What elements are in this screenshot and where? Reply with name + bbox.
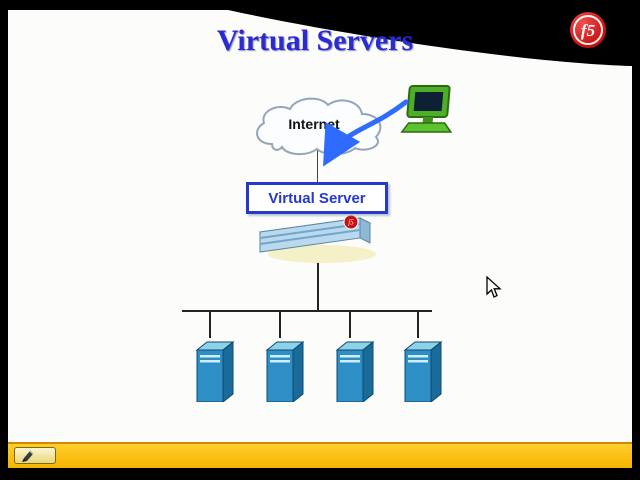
bigip-appliance-icon: f5 [258,214,376,263]
server-drop-line [279,310,281,338]
server-drop-line [349,310,351,338]
f5-logo-ring [573,15,603,45]
internet-cloud-icon: Internet [248,94,398,156]
f5-logo: f5 [570,12,606,48]
virtual-server-label: Virtual Server [268,189,366,207]
virtual-server-label-box: Virtual Server [246,182,388,214]
client-computer-icon [400,85,453,133]
presentation-slide[interactable]: Virtual Servers f5 Internet Virtual [8,10,632,468]
network-bus-line [182,310,432,312]
server-tower-icon [403,340,443,402]
f5-logo-text: f5 [580,20,596,40]
internet-label: Internet [288,116,340,132]
server-drop-line [417,310,419,338]
banner-swoosh-shape [228,10,632,66]
mouse-cursor-icon [486,276,502,298]
server-tower-icon [265,340,305,402]
appliance-drop-line [317,262,319,310]
server-tower-icon [195,340,235,402]
server-drop-line [209,310,211,338]
server-tower-icon [335,340,375,402]
appliance-f5-badge: f5 [348,219,354,227]
slide-title: Virtual Servers [216,24,414,57]
annotation-toolbar [8,442,632,468]
pen-tool-button[interactable] [14,447,56,464]
cloud-connector-line [317,150,318,184]
pen-icon [22,449,34,462]
